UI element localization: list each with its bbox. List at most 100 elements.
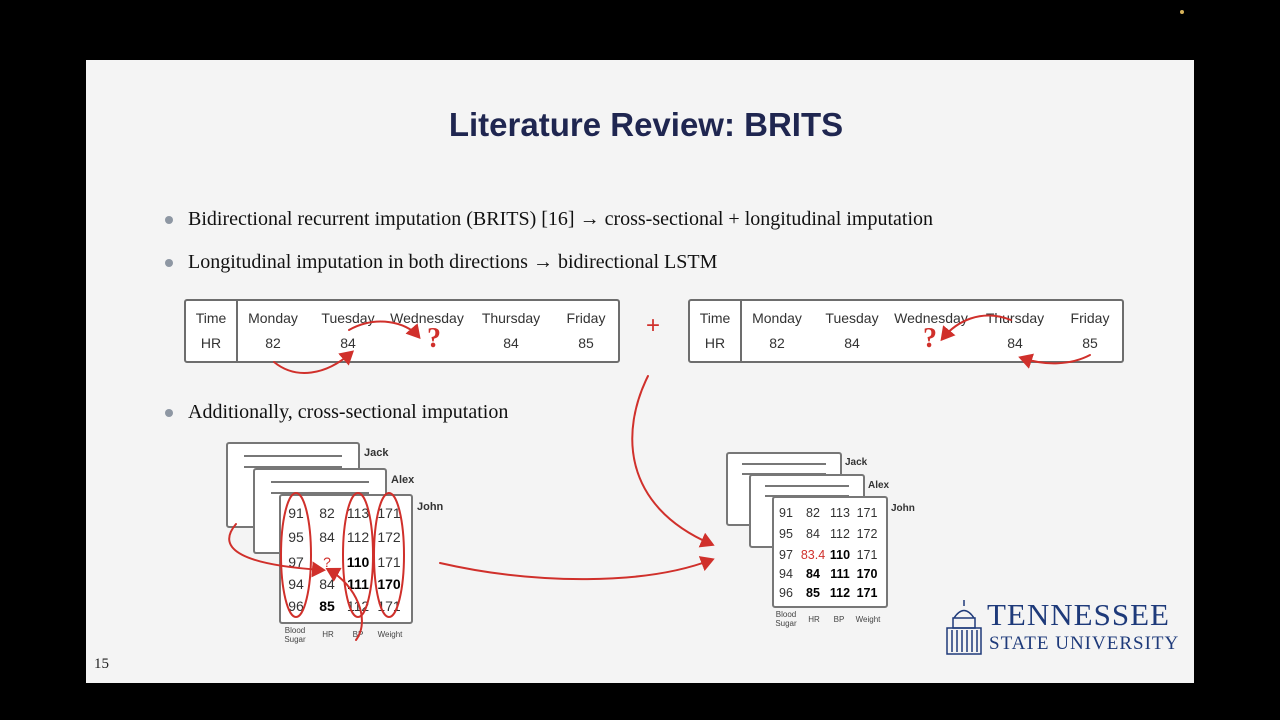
- cursor-indicator: [1180, 10, 1184, 14]
- day-header: Friday: [1070, 310, 1110, 326]
- university-building-logo: [946, 600, 982, 655]
- matrix-cell: 97: [288, 554, 304, 570]
- card-line: [244, 455, 342, 457]
- hr-value: 84: [1007, 335, 1023, 351]
- patient-name-jack: Jack: [364, 447, 389, 459]
- matrix-cell: 112: [830, 527, 850, 541]
- hr-value: 82: [769, 335, 785, 351]
- patient-name-jack: Jack: [845, 457, 868, 468]
- matrix-cell: 112: [346, 598, 370, 614]
- matrix-cell: 110: [829, 548, 851, 562]
- hr-value: 85: [1082, 335, 1098, 351]
- slide: Literature Review: BRITS Bidirectional r…: [86, 60, 1194, 683]
- column-label-weight: Weight: [855, 615, 881, 624]
- cross-sectional-to-result-arrow: [439, 556, 715, 581]
- day-header: Monday: [248, 310, 298, 326]
- matrix-cell: 97: [779, 548, 793, 562]
- patient-name-john: John: [891, 503, 915, 514]
- longitudinal-to-result-arrow: [631, 375, 715, 548]
- missing-value-mark: ?: [923, 323, 937, 354]
- logo-text-state-university: STATE UNIVERSITY: [989, 633, 1180, 654]
- row-header-time: Time: [699, 310, 731, 326]
- card-line: [765, 495, 849, 497]
- card-line: [765, 485, 849, 487]
- matrix-cell: 82: [319, 505, 335, 521]
- bullet-cross-sectional: Additionally, cross-sectional imputation: [188, 401, 509, 423]
- bullet-dot: [165, 409, 173, 417]
- plus-sign: +: [646, 312, 661, 339]
- matrix-cell: 111: [830, 567, 850, 581]
- patient-name-alex: Alex: [391, 474, 415, 486]
- matrix-cell: 111: [347, 576, 369, 592]
- annotation-arrows: [228, 314, 1091, 641]
- card-line: [271, 481, 369, 483]
- patient-name-john: John: [417, 501, 444, 513]
- matrix-cell: 84: [806, 527, 820, 541]
- patient-name-alex: Alex: [868, 480, 890, 491]
- column-label-blood-sugar: Blood Sugar: [775, 610, 797, 628]
- page-number: 15: [94, 656, 109, 672]
- bullet-dot: [165, 259, 173, 267]
- bullet-dot: [165, 216, 173, 224]
- logo-text-tennessee: TENNESSEE: [987, 597, 1170, 632]
- matrix-cell: 94: [779, 567, 793, 581]
- card-line: [244, 466, 342, 468]
- matrix-cell: 172: [377, 529, 401, 545]
- hr-value: 84: [844, 335, 860, 351]
- bullet-brits: Bidirectional recurrent imputation (BRIT…: [188, 208, 934, 230]
- matrix-missing-cell: ?: [323, 554, 331, 570]
- matrix-cell: 171: [377, 598, 401, 614]
- row-header-time: Time: [195, 310, 227, 326]
- matrix-cell: 91: [779, 506, 793, 520]
- table-divider: [236, 301, 238, 361]
- card-line: [271, 492, 369, 494]
- matrix-cell: 112: [346, 529, 370, 545]
- matrix-cell: 85: [806, 586, 820, 600]
- matrix-cell: 170: [377, 576, 401, 592]
- matrix-cell: 171: [856, 548, 878, 562]
- column-label-blood-sugar: Blood Sugar: [284, 626, 306, 644]
- imputed-value-cell: 83.4: [800, 548, 826, 562]
- backward-time-table: Time HR Monday Tuesday Wednesday Thursda…: [688, 299, 1124, 363]
- patient-card-john-imputed: [772, 496, 888, 608]
- backward-arrow-fri-thu: [1018, 353, 1091, 369]
- day-header: Wednesday: [390, 310, 464, 326]
- matrix-cell: 171: [856, 586, 878, 600]
- forward-arrow-tue-wed: [348, 320, 421, 340]
- matrix-cell: 84: [806, 567, 820, 581]
- backward-arrow-thu-wed: [940, 314, 1012, 342]
- matrix-cell: 96: [288, 598, 304, 614]
- missing-value-mark: ?: [427, 323, 441, 354]
- hr-value: 85: [578, 335, 594, 351]
- cross-sectional-arrow-bp: [325, 567, 363, 641]
- matrix-cell: 113: [346, 505, 370, 521]
- card-line: [742, 463, 826, 465]
- column-label-weight: Weight: [377, 630, 403, 639]
- card-line: [742, 473, 826, 475]
- day-header: Tuesday: [825, 310, 879, 326]
- matrix-cell: 112: [829, 586, 851, 600]
- column-highlight-bp: [342, 492, 374, 618]
- matrix-cell: 84: [319, 529, 335, 545]
- table-divider: [740, 301, 742, 361]
- row-header-hr: HR: [200, 335, 222, 351]
- matrix-cell: 170: [856, 567, 878, 581]
- hr-value: 82: [265, 335, 281, 351]
- cross-sectional-arrow-blood-sugar: [228, 523, 326, 578]
- forward-time-table: Time HR Monday Tuesday Wednesday Thursda…: [184, 299, 620, 363]
- forward-arrow-mon-tue: [273, 350, 355, 374]
- matrix-cell: 171: [377, 554, 401, 570]
- day-header: Tuesday: [321, 310, 375, 326]
- column-label-hr: HR: [808, 615, 820, 624]
- column-label-bp: BP: [833, 615, 845, 624]
- column-label-bp: BP: [352, 630, 364, 639]
- hr-value: 84: [503, 335, 519, 351]
- matrix-cell: 96: [779, 586, 793, 600]
- matrix-cell: 171: [377, 505, 401, 521]
- day-header: Thursday: [985, 310, 1045, 326]
- matrix-cell: 110: [346, 554, 370, 570]
- matrix-cell: 171: [856, 506, 878, 520]
- matrix-cell: 95: [779, 527, 793, 541]
- day-header: Wednesday: [894, 310, 968, 326]
- day-header: Monday: [752, 310, 802, 326]
